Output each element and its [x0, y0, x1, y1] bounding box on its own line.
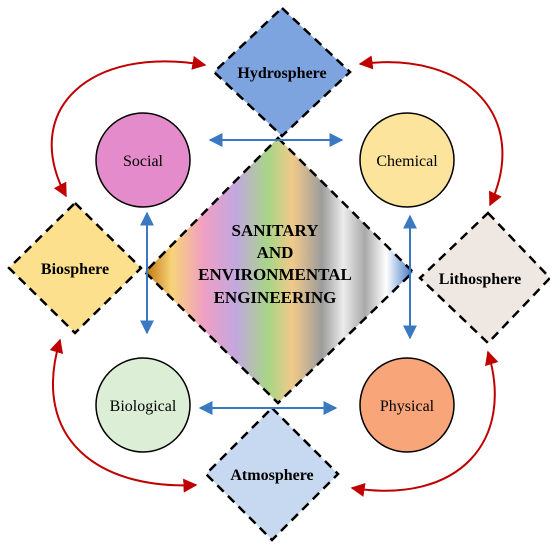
arrow-biosphere-atmosphere — [49, 338, 198, 493]
chemical-label: Chemical — [376, 153, 438, 170]
lithosphere-diamond — [418, 211, 550, 345]
hydrosphere-label: Hydrosphere — [237, 65, 326, 82]
lithosphere-label: Lithosphere — [439, 271, 521, 288]
physical-label: Physical — [380, 398, 435, 415]
biological-label: Biological — [110, 398, 177, 415]
center-line-1: SANITARY — [232, 221, 319, 240]
center-line-3: ENVIRONMENTAL — [198, 265, 352, 284]
social-label: Social — [123, 153, 164, 170]
arrow-biosphere-hydrosphere — [50, 55, 207, 198]
biosphere-diamond — [7, 201, 143, 335]
atmosphere-label: Atmosphere — [230, 467, 313, 484]
center-line-2: AND — [257, 243, 294, 262]
center-line-4: ENGINEERING — [214, 288, 337, 307]
arrow-lithosphere-atmosphere — [350, 350, 499, 497]
biosphere-label: Biosphere — [41, 261, 109, 278]
atmosphere-diamond — [204, 406, 340, 542]
arrow-hydrosphere-lithosphere — [358, 55, 504, 207]
